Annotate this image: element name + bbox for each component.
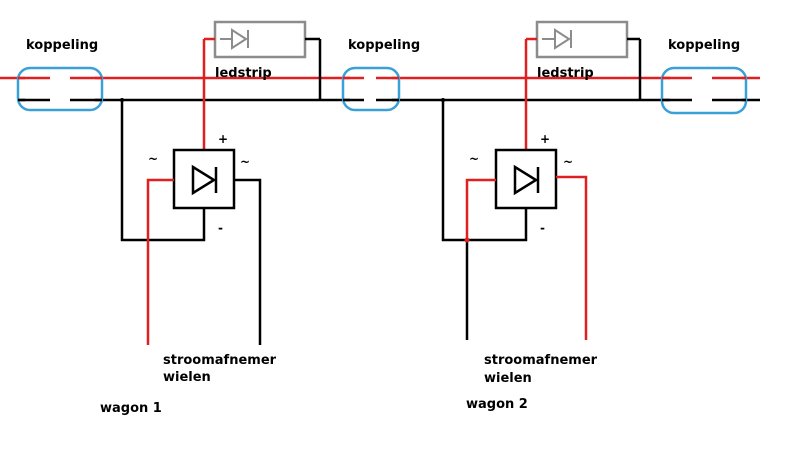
wagon-2-plus-symbol: + xyxy=(540,132,550,146)
wagon-2-ledstrip-label: ledstrip xyxy=(537,66,594,81)
coupling-3: koppeling xyxy=(660,38,748,115)
wagon-1-plus-symbol: + xyxy=(218,132,228,146)
wagon-2-bridge-diode-icon xyxy=(513,164,539,196)
coupling-3-shape xyxy=(660,66,748,115)
coupling-2-shape xyxy=(341,66,401,112)
wagon-2-ac-right-wire xyxy=(556,175,588,340)
wagon-1-minus-junction-dot xyxy=(120,98,124,102)
wagon-1-minus-wire xyxy=(120,100,206,242)
wagon-2-bridge-box xyxy=(494,148,558,210)
wagon-1-labels: ledstrip + - ~ ~ stroomafnemer wielen wa… xyxy=(100,66,277,416)
wagon-2-label: wagon 2 xyxy=(466,397,528,412)
wagon-1-bridge-diode-icon xyxy=(191,164,217,196)
bus-wires xyxy=(0,76,760,102)
wagon-1-pickup-label-line2: wielen xyxy=(163,370,211,385)
wagon-2-pickup-label-line2: wielen xyxy=(484,371,532,386)
wagon-1-bridge-box xyxy=(172,148,236,210)
wagon-1-label: wagon 1 xyxy=(100,401,162,416)
wagon-2-ac-right-symbol: ~ xyxy=(563,155,573,169)
wagon-2-ac-left-stub xyxy=(465,178,496,240)
wagon-1-ac-right-symbol: ~ xyxy=(240,155,250,169)
wagon-1-pickup-label-line1: stroomafnemer xyxy=(163,353,277,368)
wagon-2-minus-wire xyxy=(441,100,528,242)
wagon-2-pickup-label-line1: stroomafnemer xyxy=(484,353,598,368)
coupling-1: koppeling xyxy=(16,38,104,112)
wagon-1-ac-left-wire xyxy=(146,178,174,345)
wagon-2-minus-junction-dot xyxy=(441,98,445,102)
wagon-2-ac-left-symbol: ~ xyxy=(469,152,479,166)
wagon-1-ac-right-wire xyxy=(234,178,262,345)
wagon-1-minus-symbol: - xyxy=(218,221,223,235)
coupling-3-label: koppeling xyxy=(668,38,740,53)
wagon-1 xyxy=(120,20,322,345)
coupling-2: koppeling xyxy=(341,38,420,112)
wagon-1-ledstrip-label: ledstrip xyxy=(215,66,272,81)
coupling-1-label: koppeling xyxy=(26,38,98,53)
wagon-2-labels: ledstrip + - ~ ~ stroomafnemer wielen wa… xyxy=(466,66,598,412)
wagon-2-minus-symbol: - xyxy=(540,221,545,235)
wagon-1-ledstrip-diode-icon xyxy=(231,28,248,50)
coupling-2-label: koppeling xyxy=(348,38,420,53)
wagon-2-ac-junction-dot xyxy=(464,237,470,243)
wagon-2-ledstrip-diode-icon xyxy=(554,28,571,50)
coupling-1-shape xyxy=(16,66,104,112)
wagon-2 xyxy=(441,20,642,340)
wagon-1-ac-left-symbol: ~ xyxy=(148,152,158,166)
